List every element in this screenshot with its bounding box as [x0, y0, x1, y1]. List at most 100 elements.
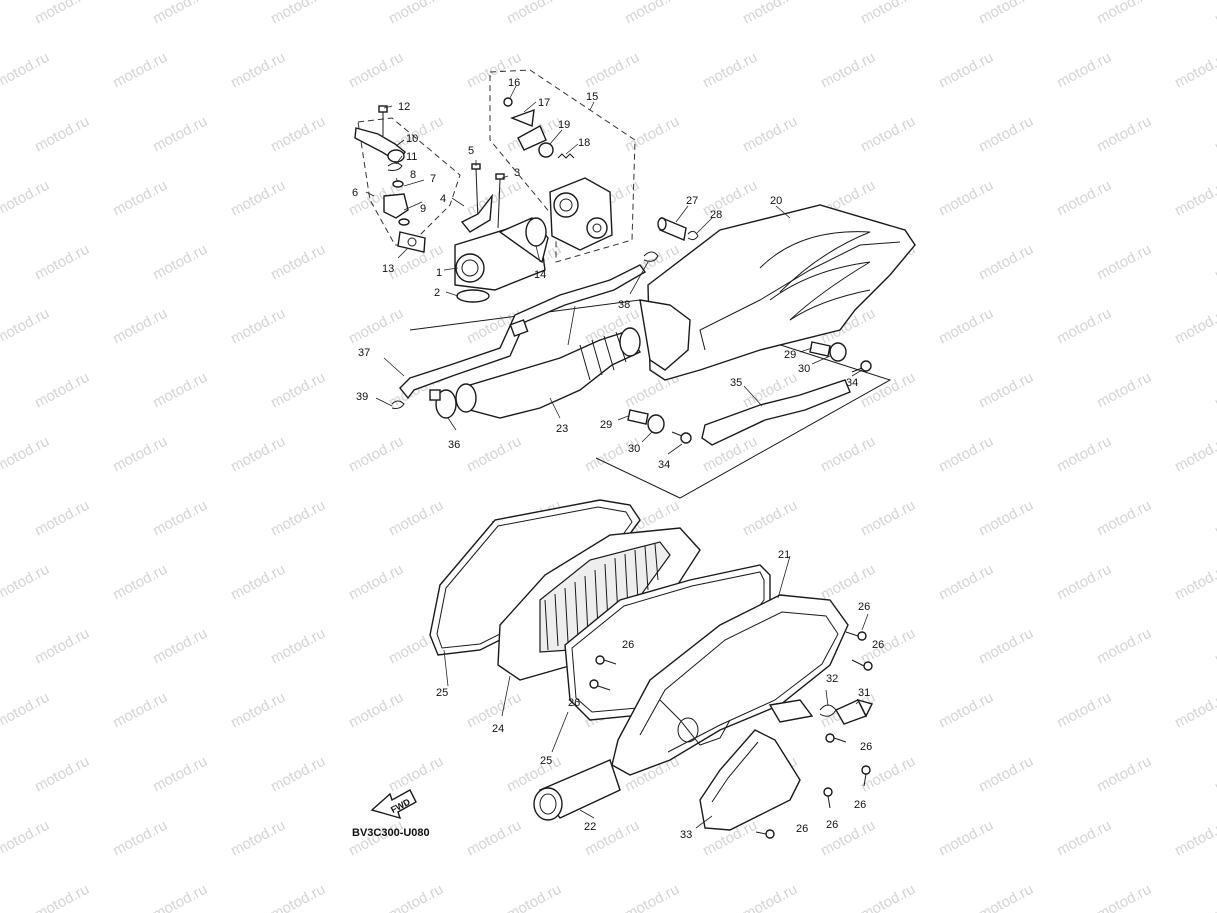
callout-34-upper: 34: [846, 377, 858, 389]
watermark-text: motod.ru: [32, 625, 92, 668]
bolt-34-lower: [671, 431, 692, 444]
watermark-text: motod.ru: [110, 49, 170, 92]
injector-holder-13: [397, 231, 426, 253]
screw-26-d: [589, 679, 611, 691]
watermark-text: motod.ru: [110, 433, 170, 476]
watermark-text: motod.ru: [228, 561, 288, 604]
watermark-text: motod.ru: [936, 305, 996, 348]
callout-4: 4: [440, 193, 446, 205]
collar-29-lower: [627, 409, 649, 425]
callout-13: 13: [382, 263, 394, 275]
cover-cap-33: [699, 729, 801, 831]
watermark-text: motod.ru: [976, 625, 1036, 668]
callout-24: 24: [492, 723, 504, 735]
watermark-text: motod.ru: [228, 817, 288, 860]
watermark-text: motod.ru: [504, 881, 564, 913]
watermark-text: motod.ru: [228, 49, 288, 92]
callout-28: 28: [710, 209, 722, 221]
callout-3: 3: [514, 167, 520, 179]
watermark-text: motod.ru: [1094, 753, 1154, 796]
clip-11: [387, 162, 403, 171]
intake-funnel-22: [533, 759, 621, 821]
callout-32: 32: [826, 673, 838, 685]
watermark-text: motod.ru: [740, 0, 800, 28]
watermark-text: motod.ru: [32, 113, 92, 156]
watermark-text: motod.ru: [1172, 689, 1217, 732]
callout-38: 38: [618, 299, 630, 311]
watermark-text: motod.ru: [740, 497, 800, 540]
callout-26-f: 26: [854, 799, 866, 811]
watermark-text: motod.ru: [110, 561, 170, 604]
bolt-12: [378, 105, 388, 136]
watermark-text: motod.ru: [110, 177, 170, 220]
clamp-32: [819, 704, 837, 717]
watermark-text: motod.ru: [1172, 177, 1217, 220]
screw-26-g: [823, 787, 833, 809]
watermark-text: motod.ru: [1094, 113, 1154, 156]
air-filter-cover-21: [611, 594, 849, 776]
watermark-text: motod.ru: [150, 625, 210, 668]
watermark-text: motod.ru: [0, 305, 52, 348]
callout-26-d: 26: [568, 697, 580, 709]
callout-35: 35: [730, 377, 742, 389]
watermark-text: motod.ru: [150, 497, 210, 540]
watermark-text: motod.ru: [228, 433, 288, 476]
watermark-text: motod.ru: [1054, 305, 1114, 348]
watermark-text: motod.ru: [700, 49, 760, 92]
watermark-text: motod.ru: [1172, 561, 1217, 604]
callout-14: 14: [534, 269, 546, 281]
watermark-text: motod.ru: [268, 753, 328, 796]
watermark-text: motod.ru: [976, 241, 1036, 284]
callout-25-left: 25: [436, 687, 448, 699]
screw-26-e: [825, 733, 847, 743]
watermark-text: motod.ru: [936, 689, 996, 732]
watermark-text: motod.ru: [1094, 497, 1154, 540]
callout-19: 19: [558, 119, 570, 131]
callout-17: 17: [538, 97, 550, 109]
callout-12: 12: [398, 101, 410, 113]
callout-22: 22: [584, 821, 596, 833]
callout-37: 37: [358, 347, 370, 359]
watermark-text: motod.ru: [858, 881, 918, 913]
watermark-text: motod.ru: [268, 625, 328, 668]
callout-20: 20: [770, 195, 782, 207]
callout-26-b: 26: [872, 639, 884, 651]
bracket-4: [460, 193, 493, 233]
watermark-text: motod.ru: [858, 369, 918, 412]
clip-39: [391, 400, 405, 409]
watermark-text: motod.ru: [818, 433, 878, 476]
watermark-text: motod.ru: [0, 49, 52, 92]
watermark-text: motod.ru: [622, 881, 682, 913]
watermark-text: motod.ru: [268, 369, 328, 412]
injector-9: [383, 180, 410, 226]
callout-1: 1: [436, 267, 442, 279]
callout-labels: 1 2 3 4 5 6 7 8 9 10 11 12 13 14 15 16 1…: [352, 77, 884, 841]
watermark-text: motod.ru: [110, 689, 170, 732]
callout-10: 10: [406, 133, 418, 145]
watermark-text: motod.ru: [32, 369, 92, 412]
watermark-text: motod.ru: [0, 561, 52, 604]
callout-11: 11: [406, 151, 417, 163]
watermark-text: motod.ru: [1054, 49, 1114, 92]
watermark-text: motod.ru: [464, 817, 524, 860]
watermark-text: motod.ru: [268, 113, 328, 156]
watermark-text: motod.ru: [464, 177, 524, 220]
watermark-text: motod.ru: [1094, 881, 1154, 913]
callout-2: 2: [434, 287, 440, 299]
watermark-text: motod.ru: [936, 49, 996, 92]
watermark-text: motod.ru: [740, 881, 800, 913]
watermark-text: motod.ru: [622, 0, 682, 28]
watermark-text: motod.ru: [818, 49, 878, 92]
callout-29-upper: 29: [784, 349, 796, 361]
watermark-text: motod.ru: [936, 433, 996, 476]
watermark-text: motod.ru: [268, 241, 328, 284]
callout-26-h: 26: [796, 823, 808, 835]
watermark-text: motod.ru: [700, 177, 760, 220]
hose-fitting-27: [657, 217, 687, 241]
watermark-text: motod.ru: [1094, 625, 1154, 668]
grommet-30-upper: [829, 342, 847, 362]
watermark-text: motod.ru: [32, 0, 92, 28]
watermark-text: motod.ru: [858, 113, 918, 156]
screw-26-b: [851, 659, 873, 671]
watermark-text: motod.ru: [976, 0, 1036, 28]
